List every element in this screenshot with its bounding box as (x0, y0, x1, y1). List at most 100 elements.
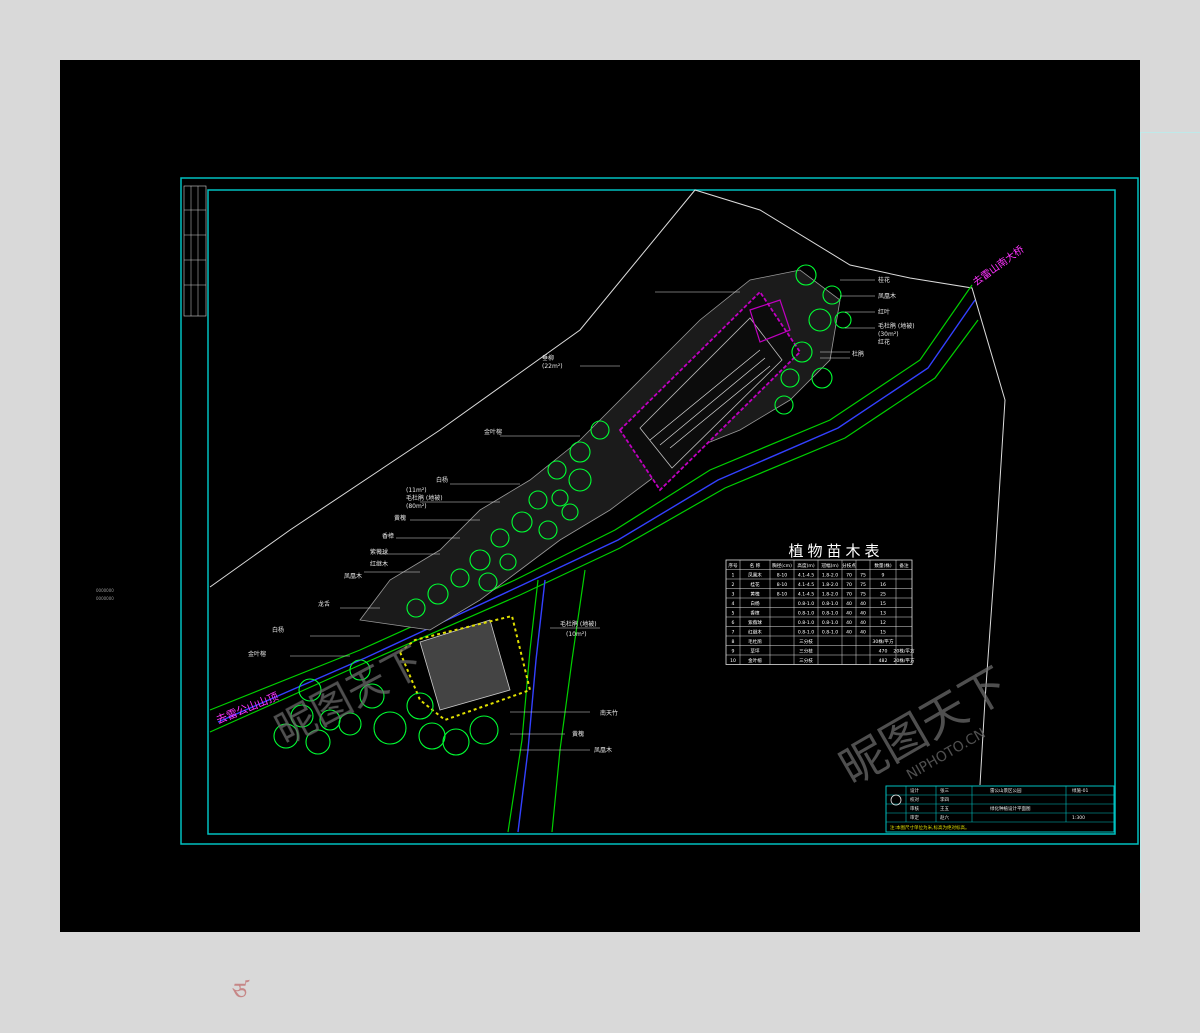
tree-group-upper (406, 264, 852, 618)
label-lower-right-2: 黄槐 (572, 730, 584, 738)
label-lower-left-2: 白杨 (272, 626, 284, 634)
plant-labels: 桂花 凤凰木 红叶 毛杜鹃 (地被) (30m²) 红花 杜鹃 垂柳 (22m²… (248, 276, 915, 754)
plant-table-cell: 20株/平方 (893, 648, 915, 655)
label-top-left-2: (22m²) (542, 363, 563, 370)
label-top-left-4: 白杨 (436, 476, 448, 484)
title-name-1: 张三 (940, 787, 949, 794)
label-top-right-6: 杜鹃 (852, 350, 864, 358)
plant-table-cell: 13 (880, 611, 886, 617)
site-boundary-line (209, 189, 1006, 786)
plant-table-cell: 0.8-1.0 (822, 620, 838, 626)
plant-table-cell: 1 (732, 573, 735, 579)
plant-table-cell: 4.1-4.5 (798, 573, 814, 579)
title-role-3: 审核 (910, 805, 919, 812)
label-top-right-area: (30m²) (878, 331, 899, 338)
plant-table-cell: 0.8-1.0 (798, 611, 814, 617)
plant-table-cell: 黄槐 (750, 591, 760, 598)
company-logo-icon (890, 794, 902, 806)
label-top-left-10: 红继木 (370, 560, 388, 568)
plant-table-header-cell: 分枝点 (842, 562, 856, 569)
label-top-right-1: 桂花 (878, 276, 890, 284)
plant-table-cell: 9 (882, 573, 885, 579)
label-lower-right-1: 南天竹 (600, 709, 618, 717)
plant-table-cell: 70 (846, 573, 852, 579)
plant-table-cell: 香樟 (750, 610, 760, 617)
title-sheet-code: 绿施-01 (1072, 787, 1088, 794)
plant-table-cell: 5 (732, 611, 735, 617)
plant-table-cell: 15 (880, 601, 886, 607)
plant-table-cell: 1.8-2.0 (822, 582, 838, 588)
plant-table-cell: 16 (880, 582, 886, 588)
label-top-left-3: 金叶榕 (484, 428, 502, 436)
title-role-4: 审定 (910, 814, 919, 821)
plant-table-cell: 75 (860, 592, 866, 598)
plant-table-cell: 毛杜鹃 (748, 638, 762, 645)
plant-table-header-cell: 冠幅(m) (821, 562, 838, 569)
bottom-watermark-stamp: ཙ (232, 978, 248, 1006)
plant-table-cell: 8-10 (777, 573, 788, 579)
side-road (507, 569, 586, 833)
plant-table-cell: 9 (732, 649, 735, 655)
label-top-left-7: 黄槐 (394, 514, 406, 522)
side-road-label: 去雷山南大桥 (970, 243, 1026, 289)
plant-table-cell: 75 (860, 582, 866, 588)
plant-table-cell: 40 (860, 601, 866, 607)
plant-table-cell: 10 (730, 658, 736, 664)
plant-table-cell: 40 (860, 630, 866, 636)
plant-table-cell: 三分枝 (799, 638, 813, 645)
plant-table-cell: 12 (880, 620, 886, 626)
plant-table-cell: 三分枝 (799, 657, 813, 664)
plant-table-cell: 4.1-4.5 (798, 592, 814, 598)
plant-table-cell: 8-10 (777, 582, 788, 588)
building (618, 290, 802, 492)
plant-table-cell: 75 (860, 573, 866, 579)
label-top-left-6: (80m²) (406, 503, 427, 510)
plant-table-cell: 470 (879, 649, 888, 655)
label-leaders (290, 279, 875, 751)
title-name-2: 李四 (940, 796, 949, 803)
plant-table-cell: 25 (880, 592, 886, 598)
title-sheet: 绿化种植设计平面图 (990, 805, 1031, 812)
plant-table-cell: 4.1-4.5 (798, 582, 814, 588)
plant-table-cell: 0.8-1.0 (822, 630, 838, 636)
title-scale: 1:300 (1072, 815, 1085, 821)
label-top-left-5: 毛杜鹃 (地被) (406, 494, 443, 502)
revision-strip (183, 185, 207, 317)
plant-table-header-cell: 名 称 (750, 562, 761, 569)
plant-table-cell: 8 (732, 639, 735, 645)
label-top-left-9: 紫薇球 (370, 548, 388, 556)
plant-table-cell: 桂花 (750, 581, 760, 588)
label-top-left-1: 垂柳 (542, 354, 554, 362)
cad-drawing-canvas: 桂花 凤凰木 红叶 毛杜鹃 (地被) (30m²) 红花 杜鹃 垂柳 (22m²… (60, 60, 1140, 932)
label-top-right-5: 红花 (878, 338, 890, 346)
left-annotation-2: 0000000 (96, 596, 114, 601)
label-top-left-area: (11m²) (406, 487, 427, 494)
plant-table-cell: 紫薇球 (748, 619, 762, 626)
plant-table-cell: 金叶榕 (748, 657, 762, 664)
label-top-left-8: 香樟 (382, 532, 394, 540)
plant-table-cell: 15 (880, 630, 886, 636)
plant-table-cell: 30株/平方 (872, 638, 894, 645)
plant-table-cell: 6 (732, 620, 735, 626)
plant-table-cell: 40 (846, 611, 852, 617)
outer-drawing-frame (180, 177, 1139, 845)
label-lower-center-area: (10m²) (566, 631, 587, 638)
plant-table-cell: 8-10 (777, 592, 788, 598)
plant-table-cell: 0.8-1.0 (798, 630, 814, 636)
plant-table-cell: 1.8-2.0 (822, 573, 838, 579)
plant-table-cell: 三分枝 (799, 648, 813, 655)
title-block: 雷公山景区公园 绿化种植设计平面图 绿施-01 1:300 设计 校对 审核 审… (885, 785, 1115, 833)
plant-table-cell: 2 (732, 582, 735, 588)
site-plan-drawing: 桂花 凤凰木 红叶 毛杜鹃 (地被) (30m²) 红花 杜鹃 垂柳 (22m²… (180, 177, 1139, 845)
plant-table-cell: 4 (732, 601, 735, 607)
plant-table-header-cell: 备注 (899, 562, 909, 569)
inner-drawing-frame (207, 189, 1116, 835)
main-road (209, 284, 979, 733)
plant-table-cell: 40 (846, 620, 852, 626)
plant-table-cell: 40 (846, 601, 852, 607)
plant-table-cell: 0.8-1.0 (798, 620, 814, 626)
plant-table-cell: 40 (860, 620, 866, 626)
plant-table-title: 植物苗木表 (788, 542, 883, 560)
